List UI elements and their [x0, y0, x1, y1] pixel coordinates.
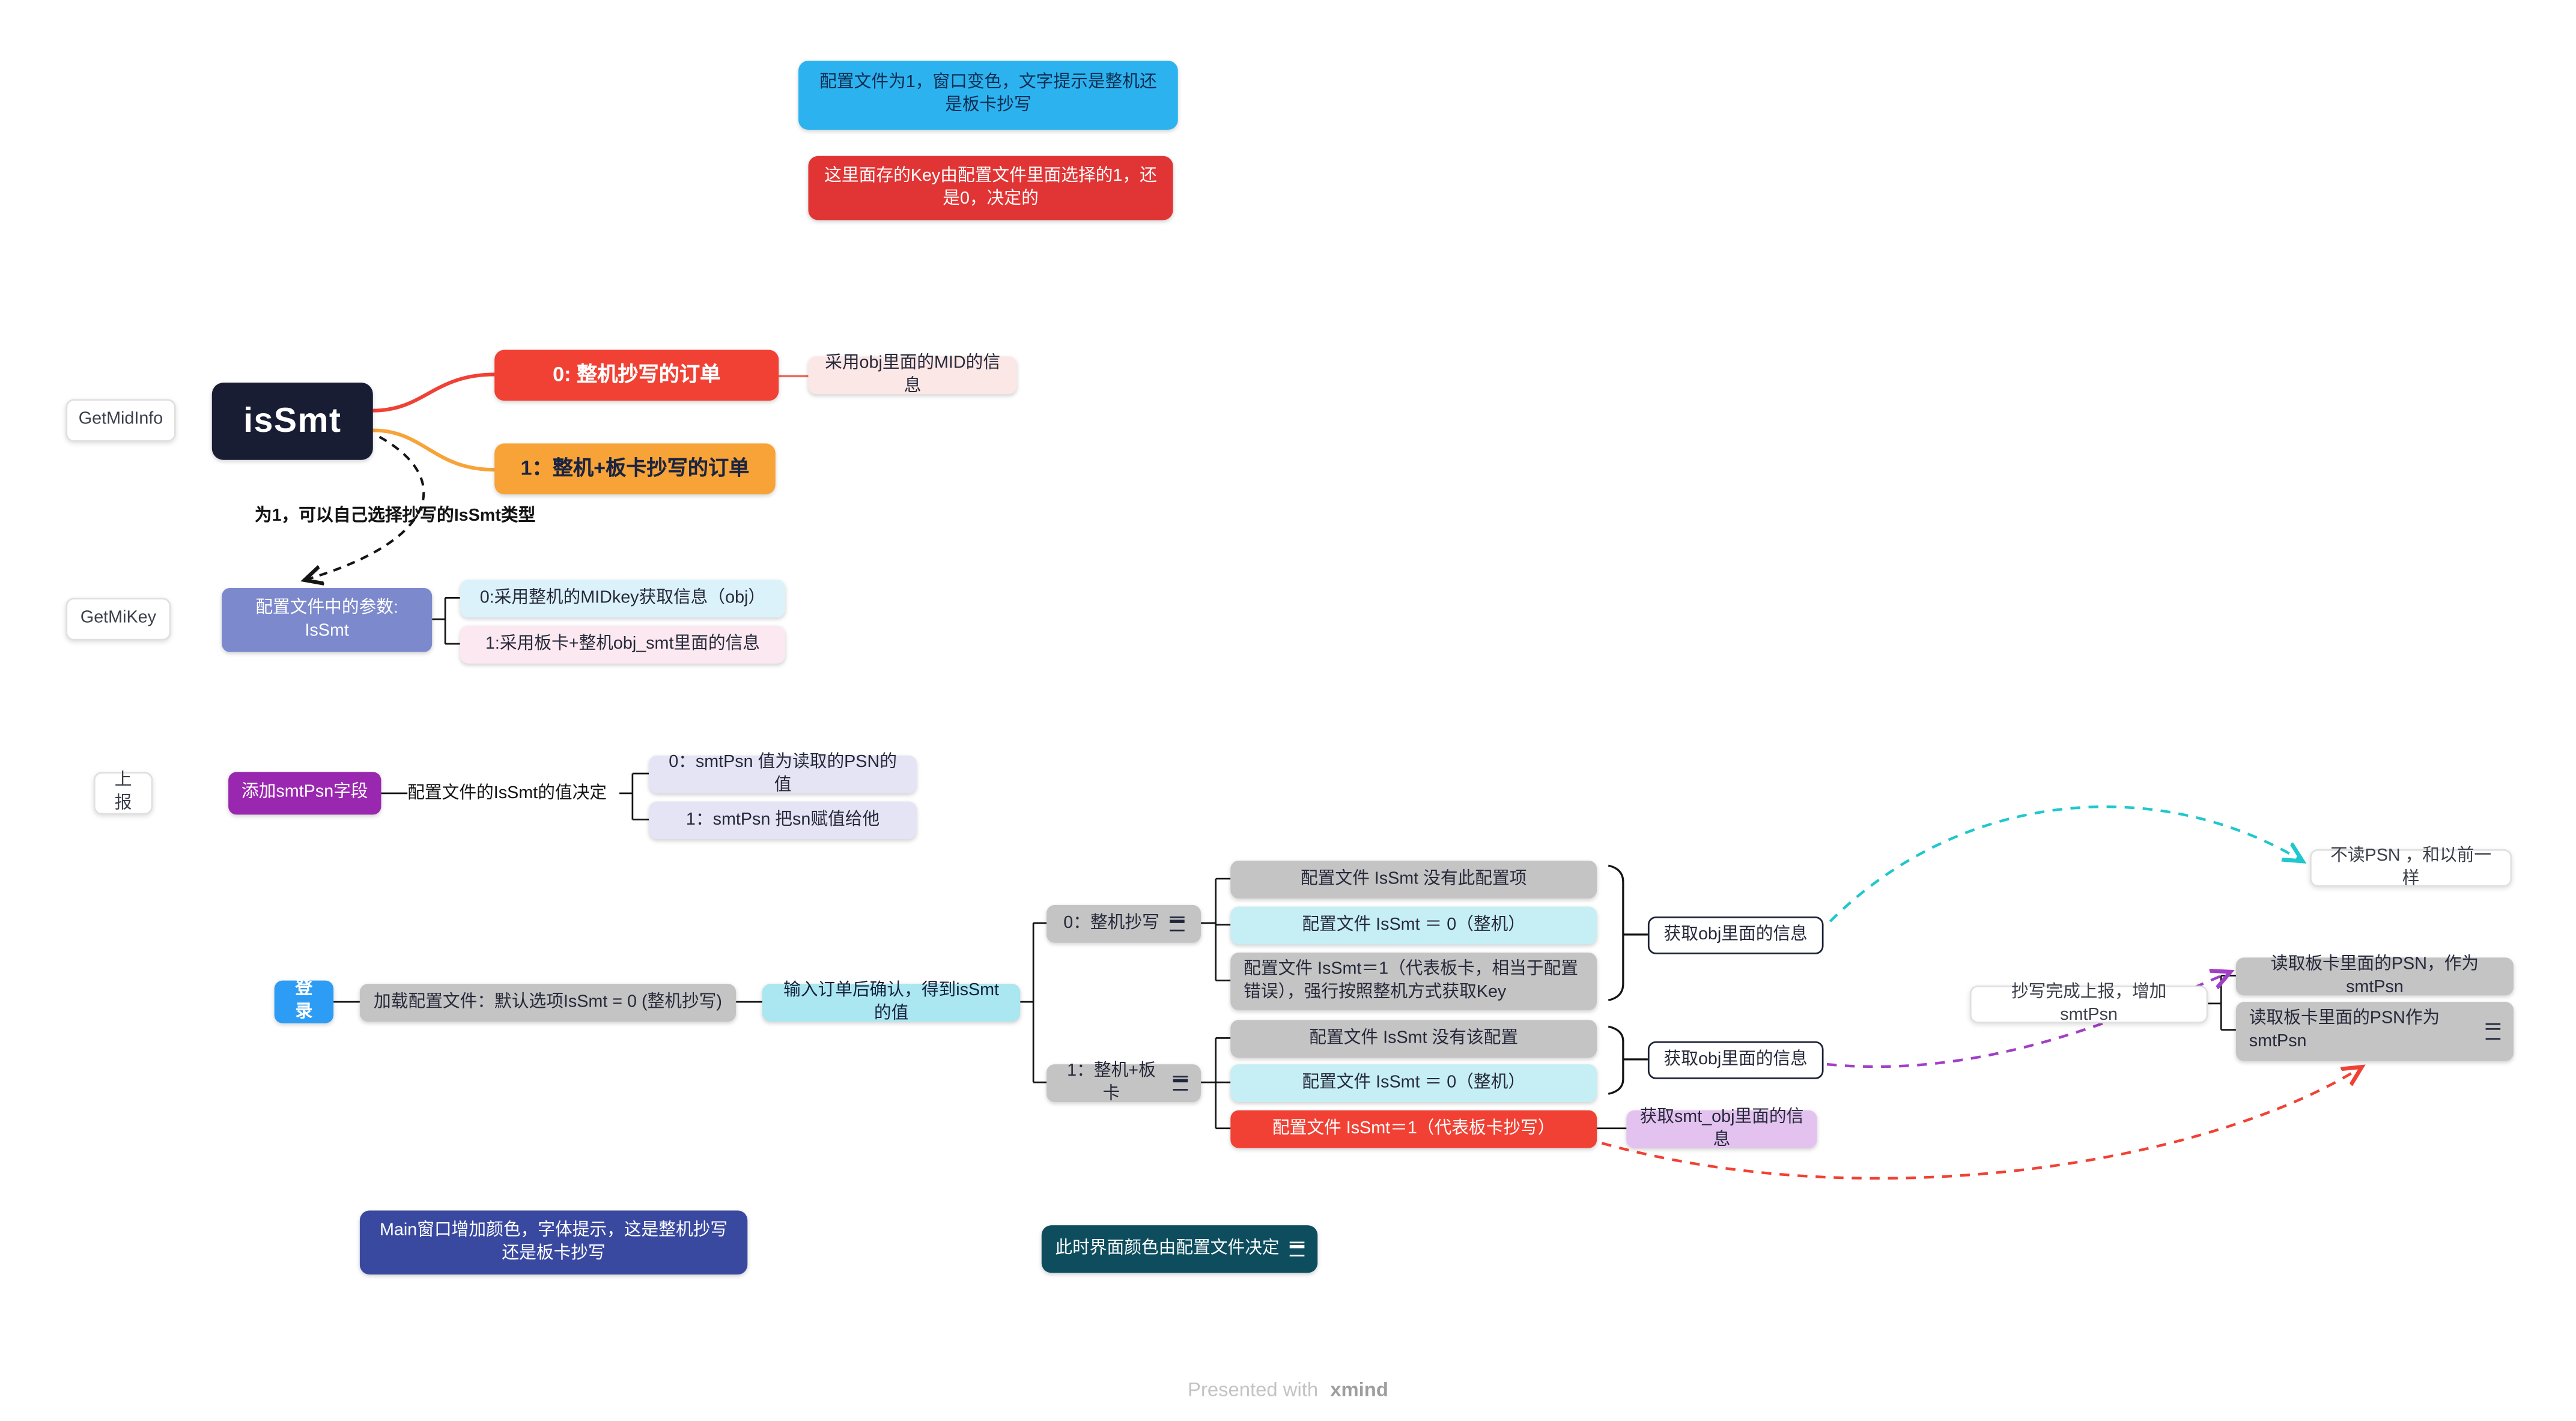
dashed-arrow-teal [1829, 805, 2301, 923]
label-get-mi-key[interactable]: GetMiKey [65, 598, 171, 641]
topic-read-psn-2[interactable]: 读取板卡里面的PSN作为smtPsn [2235, 1002, 2514, 1061]
topic-smt-obj-result[interactable]: 获取smt_obj里面的信息 [1626, 1107, 1817, 1149]
topic-whole-case-none[interactable]: 配置文件 IsSmt 没有此配置项 [1230, 860, 1597, 898]
dashed-arrow-red [1601, 1068, 2360, 1180]
topic-issmt-root[interactable]: isSmt [211, 383, 373, 460]
topic-order-whole[interactable]: 0: 整机抄写的订单 [494, 350, 779, 401]
topic-board-result[interactable]: 获取obj里面的信息 [1647, 1041, 1824, 1079]
topic-read-psn-2-label: 读取板卡里面的PSN作为smtPsn [2249, 1009, 2440, 1052]
connector-root-to-red-branch [372, 372, 495, 413]
topic-confirm-order[interactable]: 输入订单后确认，得到isSmt的值 [762, 980, 1021, 1022]
note-ui-color[interactable]: 此时界面颜色由配置文件决定 [1041, 1225, 1318, 1273]
tree-connectors [333, 597, 2236, 1130]
topic-board-case-zero[interactable]: 配置文件 IsSmt ＝ 0（整机） [1230, 1064, 1597, 1102]
topic-mikey-option1[interactable]: 1:采用板卡+整机obj_smt里面的信息 [460, 625, 786, 664]
topic-order-whole-board[interactable]: 1：整机+板卡抄写的订单 [494, 443, 776, 495]
topic-branch-board[interactable]: 1：整机+板卡 [1046, 1061, 1201, 1103]
watermark: Presented with xmind [0, 1378, 2576, 1401]
topic-branch-whole[interactable]: 0：整机抄写 [1046, 904, 1201, 943]
label-issmt-rule[interactable]: 配置文件的IsSmt的值决定 [407, 783, 607, 804]
topic-smtpsn-option1[interactable]: 1：smtPsn 把sn赋值给他 [649, 801, 917, 840]
topic-whole-case-zero[interactable]: 配置文件 IsSmt ＝ 0（整机） [1230, 906, 1597, 945]
topic-report-done[interactable]: 抄写完成上报，增加smtPsn [1969, 982, 2208, 1024]
topic-board-case-one[interactable]: 配置文件 IsSmt＝1（代表板卡抄写） [1230, 1110, 1597, 1148]
topic-login[interactable]: 登录 [274, 980, 334, 1023]
connector-root-to-orange-branch [372, 428, 495, 472]
notes-icon[interactable] [1169, 916, 1184, 932]
topic-whole-case-one[interactable]: 配置文件 IsSmt＝1（代表板卡，相当于配置错误），强行按照整机方式获取Key [1230, 953, 1597, 1010]
label-report[interactable]: 上报 [93, 771, 153, 815]
relationship-label-issmt[interactable]: 为1，可以自己选择抄写的IsSmt类型 [254, 506, 536, 526]
topic-branch-board-label: 1：整机+板卡 [1067, 1061, 1156, 1103]
note-ui-color-label: 此时界面颜色由配置文件决定 [1055, 1238, 1280, 1258]
watermark-brand: xmind [1330, 1378, 1388, 1401]
dashed-arrow-black [306, 435, 425, 580]
topic-board-case-none[interactable]: 配置文件 IsSmt 没有该配置 [1230, 1020, 1597, 1058]
topic-smtpsn-option0[interactable]: 0：smtPsn 值为读取的PSN的值 [649, 752, 917, 794]
note-key-source[interactable]: 这里面存的Key由配置文件里面选择的1，还是0，决定的 [808, 156, 1173, 220]
topic-branch-whole-label: 0：整机抄写 [1063, 912, 1159, 933]
topic-mikey-option0[interactable]: 0:采用整机的MIDkey获取信息（obj） [460, 580, 786, 618]
notes-icon[interactable] [1173, 1075, 1188, 1091]
topic-order-whole-note[interactable]: 采用obj里面的MID的信息 [808, 353, 1017, 395]
topic-config-param[interactable]: 配置文件中的参数: IsSmt [222, 588, 433, 652]
watermark-prefix: Presented with [1188, 1378, 1319, 1401]
topic-no-psn[interactable]: 不读PSN ，和以前一样 [2309, 846, 2512, 888]
note-main-window[interactable]: Main窗口增加颜色，字体提示，这是整机抄写还是板卡抄写 [359, 1210, 748, 1275]
topic-add-smtpsn[interactable]: 添加smtPsn字段 [228, 772, 381, 815]
topic-whole-result[interactable]: 获取obj里面的信息 [1647, 916, 1824, 954]
summary-brackets [1608, 864, 1648, 1095]
note-window-color[interactable]: 配置文件为1，窗口变色，文字提示是整机还是板卡抄写 [798, 61, 1178, 130]
notes-icon[interactable] [1289, 1241, 1304, 1257]
topic-load-config[interactable]: 加载配置文件：默认选项IsSmt = 0 (整机抄写) [359, 984, 737, 1022]
topic-read-psn-1[interactable]: 读取板卡里面的PSN，作为smtPsn [2235, 954, 2514, 996]
label-get-mid-info[interactable]: GetMidInfo [65, 399, 176, 442]
notes-icon[interactable] [2485, 1023, 2501, 1040]
